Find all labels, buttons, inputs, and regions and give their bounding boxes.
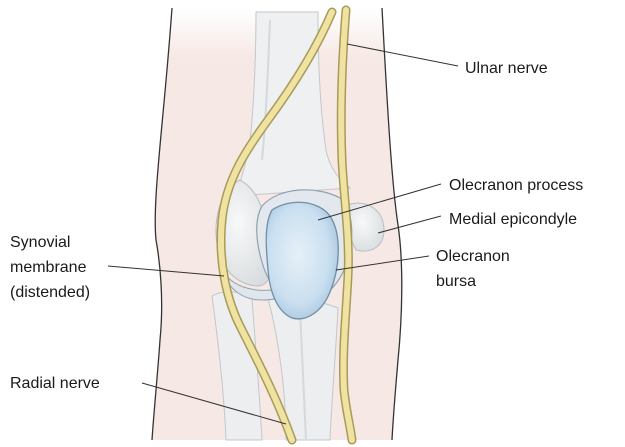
label-medial-epicondyle: Medial epicondyle xyxy=(449,210,577,229)
label-synovial-membrane-line2: membrane xyxy=(10,258,86,277)
label-olecranon-bursa-line1: Olecranon xyxy=(436,247,510,266)
label-ulnar-nerve: Ulnar nerve xyxy=(465,59,548,78)
label-olecranon-process: Olecranon process xyxy=(449,176,583,195)
label-synovial-membrane-line1: Synovial xyxy=(10,233,70,252)
label-olecranon-bursa-line2: bursa xyxy=(436,272,476,291)
label-synovial-membrane-line3: (distended) xyxy=(10,283,90,302)
label-radial-nerve: Radial nerve xyxy=(10,374,100,393)
